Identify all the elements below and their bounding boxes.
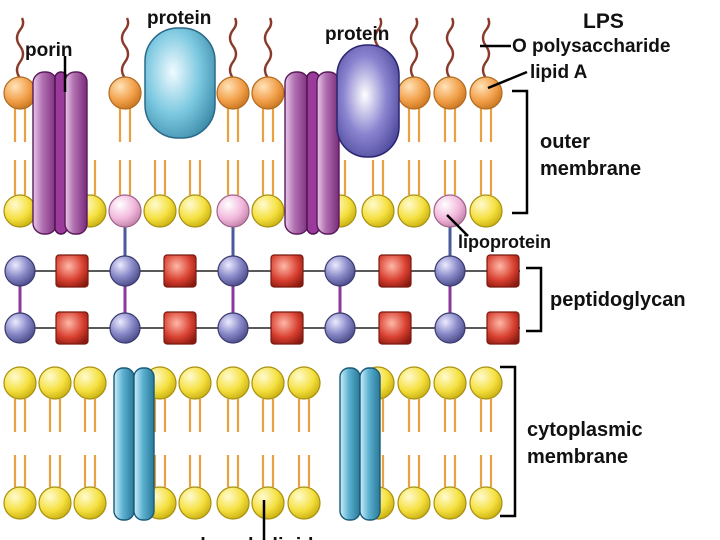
o-polysaccharide-chain [409, 17, 419, 79]
cytoplasmic-membrane-label-line2: membrane [527, 446, 628, 468]
phospholipid-head [433, 366, 467, 400]
porin-left-strand [32, 71, 58, 235]
lipid-a-head [397, 76, 431, 110]
porin-label: porin [25, 40, 73, 61]
outer-membrane-protein-right [336, 44, 400, 158]
phospholipid-head [251, 366, 285, 400]
o-polysaccharide-chain [445, 17, 455, 79]
phospholipid-head [216, 366, 250, 400]
porin-left-strand [64, 71, 88, 235]
nam-sugar [486, 254, 520, 288]
phospholipid-head [287, 366, 321, 400]
outer-membrane-bracket [512, 89, 529, 215]
nag-sugar [434, 255, 466, 287]
phospholipid-head [469, 194, 503, 228]
phospholipid-head [433, 486, 467, 520]
lipoprotein-head [108, 194, 142, 228]
peptidoglycan-bracket [526, 266, 543, 333]
lipoprotein-label: lipoprotein [458, 232, 551, 252]
outer-membrane-protein-left [144, 27, 216, 139]
nag-sugar [4, 255, 36, 287]
o-polysaccharide-chains [15, 17, 491, 79]
cytoplasmic-membrane-bracket [500, 365, 517, 518]
phospholipid-head [287, 486, 321, 520]
membrane-proteins [32, 27, 400, 521]
lipid-a-head [469, 76, 503, 110]
o-polysaccharide-chain [15, 17, 25, 79]
protein-left-label: protein [147, 8, 211, 29]
phospholipid-head [73, 366, 107, 400]
phospholipid-head [397, 194, 431, 228]
phospholipid-head [397, 366, 431, 400]
phospholipid-head [38, 366, 72, 400]
peptidoglycan-links [5, 227, 520, 329]
nag-sugar [217, 255, 249, 287]
outer-membrane-label-line1: outer [540, 131, 590, 153]
o-polysaccharide-chain [263, 17, 273, 79]
nam-sugar [270, 311, 304, 345]
phospholipid-head [469, 486, 503, 520]
nag-sugar [109, 312, 141, 344]
lipid-a-pointer [487, 70, 528, 90]
phospholipid-head [361, 194, 395, 228]
outer-membrane-label-line2: membrane [540, 158, 641, 180]
o-polysaccharide-label: O polysaccharide [512, 36, 670, 57]
phospholipid-head [3, 194, 37, 228]
cytoplasmic-channel-right-strand [339, 367, 361, 521]
nag-sugar [324, 312, 356, 344]
phospholipid-head [251, 194, 285, 228]
phospholipid-head [3, 486, 37, 520]
o-polysaccharide-chain [120, 17, 130, 79]
nag-sugar [324, 255, 356, 287]
lipid-a-head [216, 76, 250, 110]
cytoplasmic-membrane-label-line1: cytoplasmic [527, 419, 643, 441]
phospholipid-head [397, 486, 431, 520]
phospholipid-head [3, 366, 37, 400]
cytoplasmic-channel-left-strand [113, 367, 135, 521]
nag-sugar [434, 312, 466, 344]
lipid-a-head [251, 76, 285, 110]
phospholipid-head [178, 366, 212, 400]
lipid-a-head [433, 76, 467, 110]
phospholipid-head [143, 194, 177, 228]
phospholipid-head [38, 486, 72, 520]
nam-sugar [163, 254, 197, 288]
peptidoglycan-label: peptidoglycan [550, 289, 686, 311]
phospholipid-head [469, 366, 503, 400]
phospholipid-label: phospholipid [188, 535, 314, 540]
lipoprotein-pointer [446, 214, 469, 237]
nam-sugar [270, 254, 304, 288]
lps-label: LPS [583, 10, 624, 33]
lipid-a-head [3, 76, 37, 110]
nag-sugar [109, 255, 141, 287]
nam-sugar [378, 311, 412, 345]
phospholipid-head [251, 486, 285, 520]
nam-sugar [55, 254, 89, 288]
lipoprotein-head [216, 194, 250, 228]
lipid-a-label: lipid A [530, 62, 588, 83]
peptidoglycan-sugars [4, 254, 520, 345]
nam-sugar [163, 311, 197, 345]
phospholipid-head [216, 486, 250, 520]
phospholipid-head [178, 486, 212, 520]
nam-sugar [378, 254, 412, 288]
lipid-a-head [108, 76, 142, 110]
annotations [63, 44, 543, 540]
phospholipid-head [178, 194, 212, 228]
nag-sugar [217, 312, 249, 344]
porin-right-strand [316, 71, 340, 235]
cytoplasmic-channel-left-strand [133, 367, 155, 521]
lipoprotein-head [433, 194, 467, 228]
nam-sugar [486, 311, 520, 345]
nam-sugar [55, 311, 89, 345]
cytoplasmic-channel-right-strand [359, 367, 381, 521]
o-polysaccharide-chain [481, 17, 491, 79]
nag-sugar [4, 312, 36, 344]
protein-right-label: protein [325, 24, 389, 45]
phospholipid-head [73, 486, 107, 520]
porin-right-strand [284, 71, 310, 235]
o-polysaccharide-chain [228, 17, 238, 79]
